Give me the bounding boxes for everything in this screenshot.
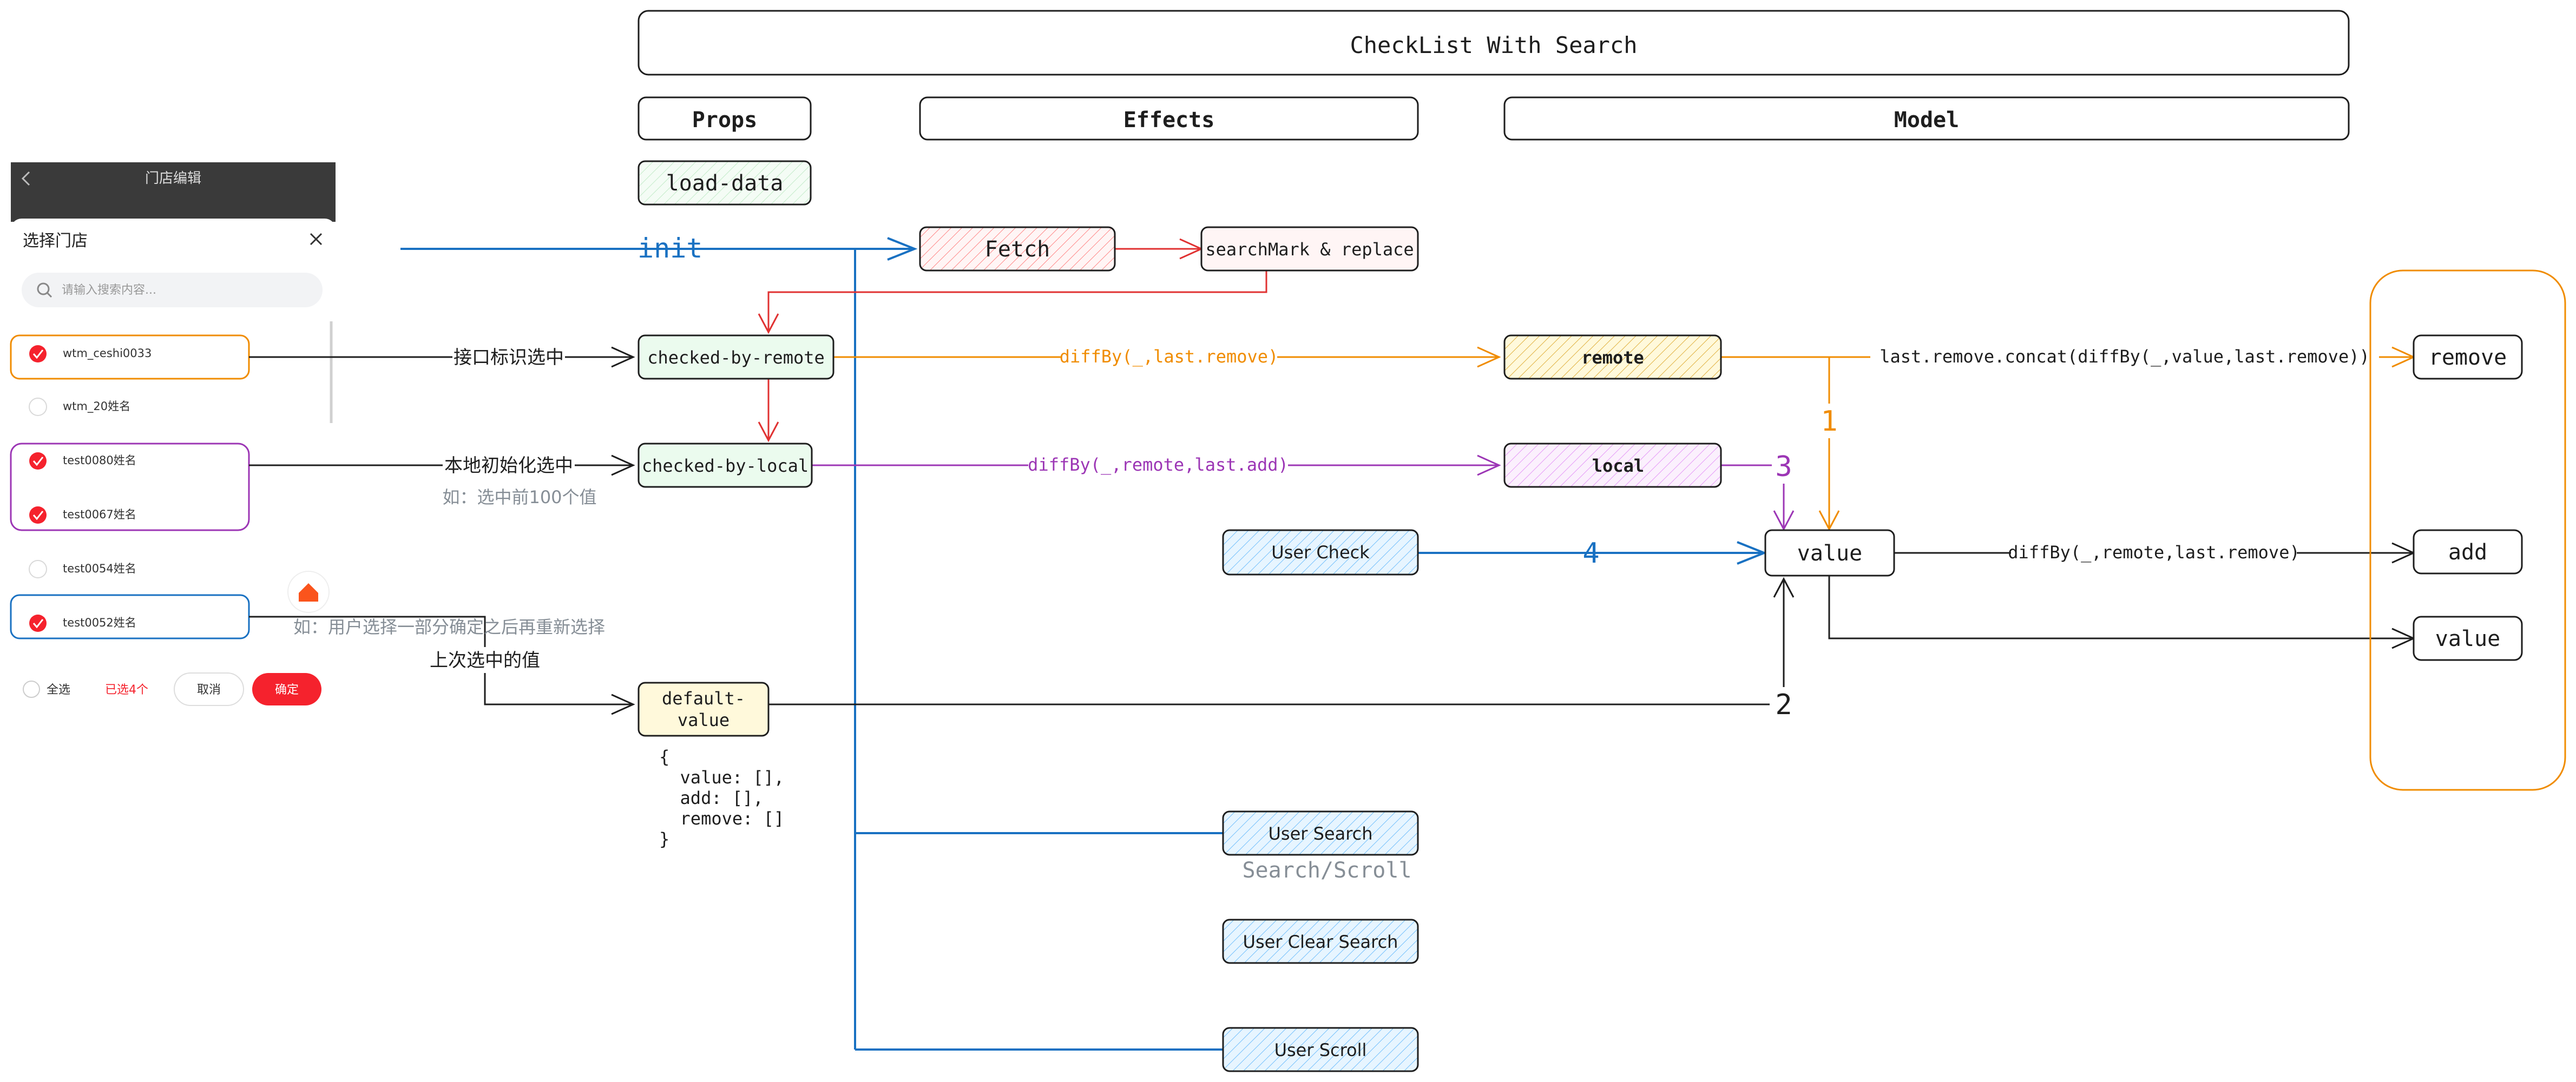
list-item[interactable]: test0054姓名 bbox=[29, 560, 136, 578]
fetch-node: Fetch bbox=[919, 226, 1116, 272]
title-box: CheckList With Search bbox=[638, 10, 2350, 76]
props-header-label: Props bbox=[692, 108, 757, 133]
svg-text:取消: 取消 bbox=[197, 683, 221, 697]
phone-nav-bar bbox=[11, 162, 336, 222]
svg-text:确定: 确定 bbox=[275, 683, 299, 697]
remote-node: remote bbox=[1503, 334, 1722, 380]
diff-add-label: diffBy(_,remote,last.add) bbox=[1028, 454, 1289, 475]
user-check-node: User Check bbox=[1222, 529, 1419, 576]
select-all-label: 全选 bbox=[47, 683, 70, 697]
list-item[interactable]: test0052姓名 bbox=[10, 594, 250, 639]
svg-text:checked-by-local: checked-by-local bbox=[642, 456, 809, 476]
svg-text:wtm_20姓名: wtm_20姓名 bbox=[63, 400, 130, 413]
load-data-node: load-data bbox=[638, 160, 812, 206]
sheet-title: 选择门店 bbox=[23, 232, 88, 250]
default-source-label: 上次选中的值 bbox=[430, 650, 540, 671]
svg-text:User Check: User Check bbox=[1271, 542, 1370, 563]
diff-value-label: diffBy(_,remote,last.remove) bbox=[2008, 542, 2299, 563]
svg-text:local: local bbox=[1592, 456, 1644, 476]
search-mark-node: searchMark & replace bbox=[1200, 226, 1419, 272]
concat-label: last.remove.concat(diffBy(_,value,last.r… bbox=[1880, 346, 2369, 367]
list-item[interactable]: test0080姓名 bbox=[29, 452, 136, 470]
svg-text:checked-by-remote: checked-by-remote bbox=[647, 347, 825, 368]
output-remove-node: remove bbox=[2413, 334, 2523, 380]
default-value-node: default- value bbox=[638, 682, 770, 737]
svg-text:default-: default- bbox=[662, 688, 745, 709]
local-node: local bbox=[1503, 443, 1722, 488]
default-source-note: 如：用户选择一部分确定之后再重新选择 bbox=[293, 617, 605, 637]
svg-text:test0080姓名: test0080姓名 bbox=[63, 454, 136, 467]
search-scroll-caption: Search/Scroll bbox=[1242, 858, 1411, 883]
output-value-node: value bbox=[2413, 616, 2523, 661]
phone-search-placeholder: 请输入搜索内容... bbox=[62, 283, 156, 297]
output-group bbox=[2369, 269, 2566, 791]
svg-text:value: value bbox=[678, 710, 730, 730]
svg-text:test0067姓名: test0067姓名 bbox=[63, 508, 136, 521]
list-item[interactable]: test0067姓名 bbox=[29, 506, 136, 524]
init-label: init bbox=[638, 233, 702, 264]
home-float-icon[interactable] bbox=[287, 571, 330, 613]
local-group-outline bbox=[10, 443, 250, 531]
svg-text:User Scroll: User Scroll bbox=[1274, 1040, 1367, 1060]
selected-count: 已选4个 bbox=[105, 683, 148, 697]
svg-text:remove: []: remove: [] bbox=[659, 808, 784, 829]
svg-text:value: [],: value: [], bbox=[659, 767, 784, 788]
svg-text:test0054姓名: test0054姓名 bbox=[63, 562, 136, 575]
edge-number-3: 3 bbox=[1775, 451, 1792, 483]
checked-by-remote-node: checked-by-remote bbox=[638, 334, 834, 380]
effects-header-label: Effects bbox=[1123, 108, 1215, 133]
list-item[interactable]: wtm_20姓名 bbox=[29, 398, 130, 416]
diagram-title: CheckList With Search bbox=[1350, 32, 1637, 58]
confirm-button[interactable]: 确定 bbox=[252, 673, 321, 705]
svg-text:}: } bbox=[659, 829, 669, 849]
svg-text:User Search: User Search bbox=[1268, 823, 1372, 844]
output-add-node: add bbox=[2413, 529, 2523, 575]
phone-mockup: 门店编辑 选择门店 请输入搜索内容... wtm_ceshi0033 wtm_2… bbox=[10, 162, 336, 763]
svg-text:Fetch: Fetch bbox=[985, 237, 1050, 262]
back-icon[interactable] bbox=[21, 171, 30, 186]
close-icon[interactable] bbox=[310, 233, 323, 246]
edge-number-2: 2 bbox=[1775, 689, 1792, 721]
svg-text:{: { bbox=[659, 747, 669, 767]
default-value-code: { value: [], add: [], remove: [] } bbox=[659, 747, 784, 849]
select-all-checkbox[interactable] bbox=[23, 681, 40, 698]
user-search-node: User Search bbox=[1222, 810, 1419, 856]
init-edges bbox=[400, 237, 1767, 1051]
phone-nav-title: 门店编辑 bbox=[145, 170, 201, 187]
value-node: value bbox=[1764, 529, 1895, 577]
svg-text:value: value bbox=[2435, 626, 2500, 651]
svg-text:test0052姓名: test0052姓名 bbox=[63, 616, 136, 629]
svg-text:load-data: load-data bbox=[666, 171, 784, 196]
props-header: Props bbox=[638, 96, 812, 141]
svg-text:add: [],: add: [], bbox=[659, 788, 764, 808]
checked-by-local-node: checked-by-local bbox=[638, 443, 813, 488]
model-header: Model bbox=[1503, 96, 2350, 141]
phone-sheet bbox=[11, 222, 336, 763]
user-clear-search-node: User Clear Search bbox=[1222, 919, 1419, 964]
svg-text:remote: remote bbox=[1581, 347, 1644, 368]
cancel-button[interactable]: 取消 bbox=[174, 672, 244, 706]
edge-number-1: 1 bbox=[1821, 405, 1837, 438]
effects-header: Effects bbox=[919, 96, 1419, 141]
local-source-note: 如：选中前100个值 bbox=[442, 487, 596, 507]
user-scroll-node: User Scroll bbox=[1222, 1027, 1419, 1072]
local-source-label: 本地初始化选中 bbox=[444, 455, 573, 477]
svg-text:remove: remove bbox=[2429, 345, 2507, 370]
svg-text:add: add bbox=[2448, 540, 2487, 565]
remote-source-label: 接口标识选中 bbox=[454, 347, 564, 368]
svg-text:wtm_ceshi0033: wtm_ceshi0033 bbox=[63, 347, 152, 360]
edge-number-4: 4 bbox=[1582, 537, 1599, 570]
svg-text:searchMark & replace: searchMark & replace bbox=[1205, 239, 1414, 260]
list-item[interactable]: wtm_ceshi0033 bbox=[10, 334, 250, 380]
phone-search-input[interactable] bbox=[22, 273, 323, 307]
svg-text:User Clear Search: User Clear Search bbox=[1243, 932, 1398, 952]
search-icon bbox=[37, 282, 52, 298]
svg-text:value: value bbox=[1797, 541, 1862, 566]
model-header-label: Model bbox=[1894, 108, 1959, 133]
diff-remove-label: diffBy(_,last.remove) bbox=[1060, 346, 1279, 367]
